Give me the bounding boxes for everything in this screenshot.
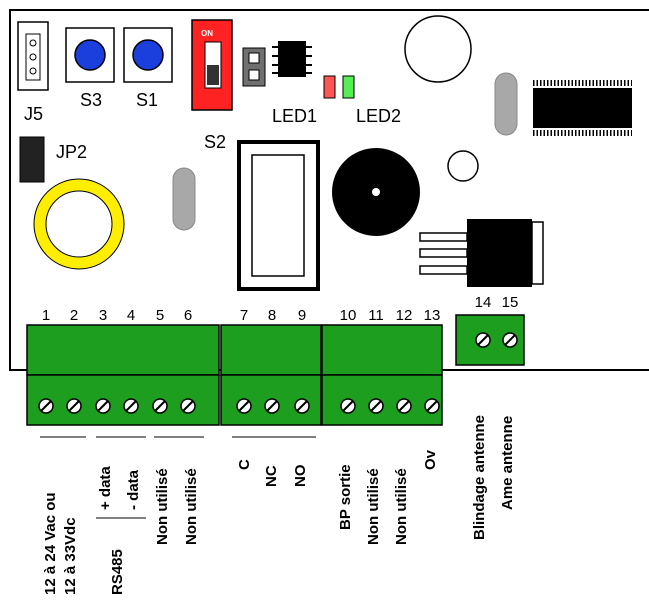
terminal-screw-15 bbox=[502, 332, 518, 348]
label-terminal-9: NO bbox=[292, 464, 309, 487]
small-circle bbox=[447, 150, 479, 182]
voltage-regulator bbox=[419, 219, 544, 287]
label-terminal-5: Non utilisé bbox=[154, 468, 171, 545]
label-terminal-11: Non utilisé bbox=[365, 468, 382, 545]
s2-label: S2 bbox=[204, 132, 226, 152]
label-terminal-7: C bbox=[236, 459, 253, 470]
led2-label: LED2 bbox=[356, 106, 401, 126]
terminal-screw-13 bbox=[424, 398, 440, 414]
label-terminal-10: BP sortie bbox=[337, 464, 354, 530]
terminal-screw-3 bbox=[95, 398, 111, 414]
jumper-block bbox=[242, 47, 266, 87]
dip-on-text: ON bbox=[201, 29, 213, 38]
label-terminal-14: Blindage antenne bbox=[471, 415, 488, 540]
label-plus-data: + data bbox=[97, 466, 114, 510]
terminal-screw-14 bbox=[475, 332, 491, 348]
terminal-block-10-13 bbox=[321, 324, 443, 426]
s3-button bbox=[65, 27, 115, 83]
terminal-number-2: 2 bbox=[70, 307, 78, 324]
terminal-number-8: 8 bbox=[268, 307, 276, 324]
standoff-left bbox=[172, 167, 196, 231]
terminal-number-6: 6 bbox=[184, 307, 192, 324]
yellow-ring-coil bbox=[34, 179, 124, 269]
led1-label: LED1 bbox=[272, 106, 317, 126]
terminal-screw-1 bbox=[38, 398, 54, 414]
j5-connector bbox=[17, 21, 49, 91]
jp2-jumper bbox=[19, 136, 45, 183]
label-terminal-6: Non utilisé bbox=[183, 468, 200, 545]
s3-label: S3 bbox=[80, 90, 102, 110]
terminal-number-3: 3 bbox=[99, 307, 107, 324]
terminal-screw-12 bbox=[396, 398, 412, 414]
terminal-number-11: 11 bbox=[368, 307, 384, 324]
relay bbox=[237, 140, 320, 291]
label-terminal-8: NC bbox=[263, 465, 280, 487]
terminal-number-7: 7 bbox=[240, 307, 248, 324]
terminal-number-12: 12 bbox=[396, 307, 413, 324]
mounting-circle bbox=[404, 15, 472, 83]
terminal-number-14: 14 bbox=[475, 294, 492, 311]
terminal-number-5: 5 bbox=[156, 307, 164, 324]
terminal-screw-2 bbox=[66, 398, 82, 414]
label-supply-line1: 12 à 24 Vac ou bbox=[42, 492, 59, 595]
led2-green bbox=[342, 75, 355, 99]
terminal-number-9: 9 bbox=[298, 307, 306, 324]
led1-red bbox=[323, 75, 336, 99]
s1-button bbox=[123, 27, 173, 83]
terminal-screw-5 bbox=[152, 398, 168, 414]
label-supply-line2: 12 à 33Vdc bbox=[62, 517, 79, 595]
terminal-number-10: 10 bbox=[340, 307, 357, 324]
s2-dip-switch bbox=[191, 19, 233, 111]
terminal-screw-7 bbox=[236, 398, 252, 414]
label-terminal-13: Ov bbox=[422, 449, 439, 470]
ic-chip-small bbox=[272, 41, 312, 77]
terminal-screw-4 bbox=[123, 398, 139, 414]
standoff-right bbox=[494, 72, 518, 136]
ic-chip-large bbox=[533, 80, 632, 136]
buzzer bbox=[332, 148, 420, 236]
terminal-block-1-6 bbox=[26, 324, 220, 426]
terminal-screw-9 bbox=[294, 398, 310, 414]
terminal-number-1: 1 bbox=[42, 307, 50, 324]
terminal-screw-6 bbox=[180, 398, 196, 414]
s1-label: S1 bbox=[136, 90, 158, 110]
terminal-screw-8 bbox=[264, 398, 280, 414]
terminal-screw-10 bbox=[340, 398, 356, 414]
terminal-screw-11 bbox=[368, 398, 384, 414]
terminal-number-15: 15 bbox=[502, 294, 519, 311]
terminal-number-13: 13 bbox=[424, 307, 441, 324]
j5-label: J5 bbox=[24, 104, 43, 124]
label-terminal-12: Non utilisé bbox=[393, 468, 410, 545]
label-terminal-15: Ame antenne bbox=[499, 416, 516, 510]
label-minus-data: - data bbox=[125, 469, 142, 510]
terminal-screws bbox=[38, 332, 518, 414]
terminal-number-4: 4 bbox=[127, 307, 135, 324]
label-rs485: RS485 bbox=[109, 549, 126, 595]
grouping-lines bbox=[40, 436, 316, 519]
jp2-label: JP2 bbox=[56, 142, 87, 162]
